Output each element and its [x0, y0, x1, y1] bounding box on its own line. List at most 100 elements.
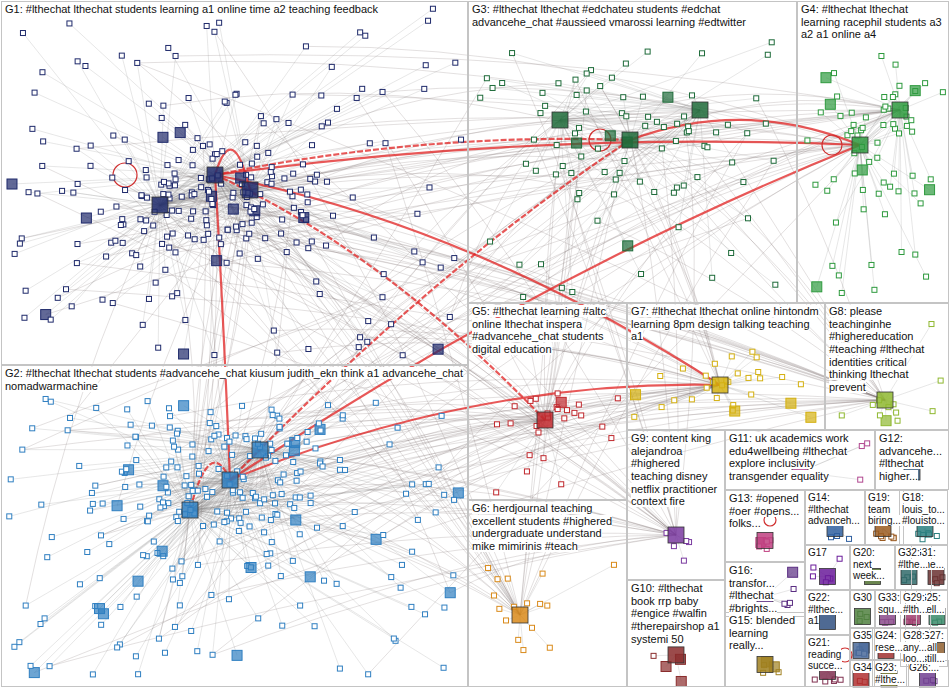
- vertex: [573, 77, 578, 82]
- edge-line: [14, 480, 230, 647]
- vertex: [144, 175, 149, 180]
- vertex: [881, 123, 886, 128]
- vertex: [215, 509, 220, 514]
- vertex: [712, 361, 717, 366]
- vertex: [904, 123, 909, 128]
- vertex: [297, 495, 302, 500]
- edge-line: [817, 145, 860, 287]
- vertex: [615, 396, 620, 401]
- vertex: [423, 63, 428, 68]
- vertex: [249, 175, 254, 180]
- vertex: [290, 558, 295, 563]
- vertex: [273, 501, 278, 506]
- vertex: [74, 261, 79, 266]
- vertex: [135, 60, 140, 65]
- vertex: [572, 138, 582, 148]
- vertex: [358, 335, 363, 340]
- vertex: [681, 558, 686, 563]
- vertex: [144, 195, 149, 200]
- vertex: [94, 405, 99, 410]
- vertex: [299, 213, 309, 223]
- vertex: [306, 347, 311, 352]
- hub-vertex: [820, 569, 836, 585]
- vertex: [120, 217, 125, 222]
- vertex: [32, 90, 37, 95]
- vertex: [166, 45, 171, 50]
- vertex: [40, 70, 45, 75]
- vertex: [240, 495, 245, 500]
- edge-line: [189, 98, 215, 175]
- vertex: [118, 604, 123, 609]
- vertex: [139, 193, 144, 198]
- hub-vertex: [877, 392, 893, 408]
- vertex: [173, 177, 178, 182]
- vertex: [389, 575, 394, 580]
- vertex: [575, 197, 580, 202]
- vertex: [447, 314, 452, 319]
- vertex: [704, 385, 709, 390]
- vertex: [141, 553, 146, 558]
- vertex: [266, 150, 271, 155]
- edge-curve: [117, 385, 720, 647]
- vertex: [247, 524, 252, 529]
- edge-curve: [545, 126, 645, 420]
- vertex: [572, 410, 577, 415]
- vertex: [243, 509, 248, 514]
- edge-curve: [242, 110, 700, 224]
- vertex: [280, 217, 285, 222]
- vertex: [125, 443, 130, 448]
- vertex: [273, 458, 278, 463]
- vertex: [133, 576, 143, 586]
- vertex: [206, 189, 211, 194]
- edge-line: [160, 36, 365, 205]
- vertex: [569, 171, 574, 176]
- vertex: [536, 430, 541, 435]
- vertex: [899, 250, 904, 255]
- vertex: [920, 537, 925, 542]
- vertex: [286, 120, 291, 125]
- vertex: [39, 502, 44, 507]
- vertex: [334, 106, 339, 111]
- edge-curve: [163, 93, 630, 140]
- vertex: [190, 147, 195, 152]
- vertex: [300, 162, 305, 167]
- vertex: [224, 260, 229, 265]
- vertex: [611, 562, 616, 567]
- vertex: [138, 504, 143, 509]
- vertex: [365, 339, 370, 344]
- vertex: [891, 122, 896, 127]
- vertex: [847, 536, 852, 541]
- vertex: [123, 484, 128, 489]
- hub-vertex: [668, 647, 684, 663]
- vertex: [277, 424, 282, 429]
- edge-curve: [198, 533, 676, 565]
- vertex: [99, 622, 104, 627]
- edge-line: [42, 166, 215, 175]
- vertex: [812, 282, 822, 292]
- edge-line: [143, 205, 160, 325]
- vertex: [782, 601, 787, 606]
- vertex: [195, 649, 200, 654]
- vertex: [195, 488, 200, 493]
- vertex: [684, 539, 689, 544]
- vertex: [746, 216, 751, 221]
- vertex: [298, 469, 303, 474]
- vertex: [71, 190, 76, 195]
- vertex: [300, 213, 305, 218]
- edge-curve: [260, 252, 287, 450]
- vertex: [643, 123, 648, 128]
- vertex: [236, 528, 241, 533]
- vertex: [111, 133, 116, 138]
- vertex: [893, 62, 898, 67]
- vertex: [137, 482, 142, 487]
- vertex: [725, 122, 730, 127]
- vertex: [269, 540, 274, 545]
- vertex: [167, 425, 172, 430]
- vertex: [198, 175, 203, 180]
- hub-vertex: [692, 102, 708, 118]
- vertex: [249, 161, 254, 166]
- vertex: [134, 458, 139, 463]
- vertex: [729, 354, 734, 359]
- vertex: [175, 519, 180, 524]
- vertex: [896, 189, 901, 194]
